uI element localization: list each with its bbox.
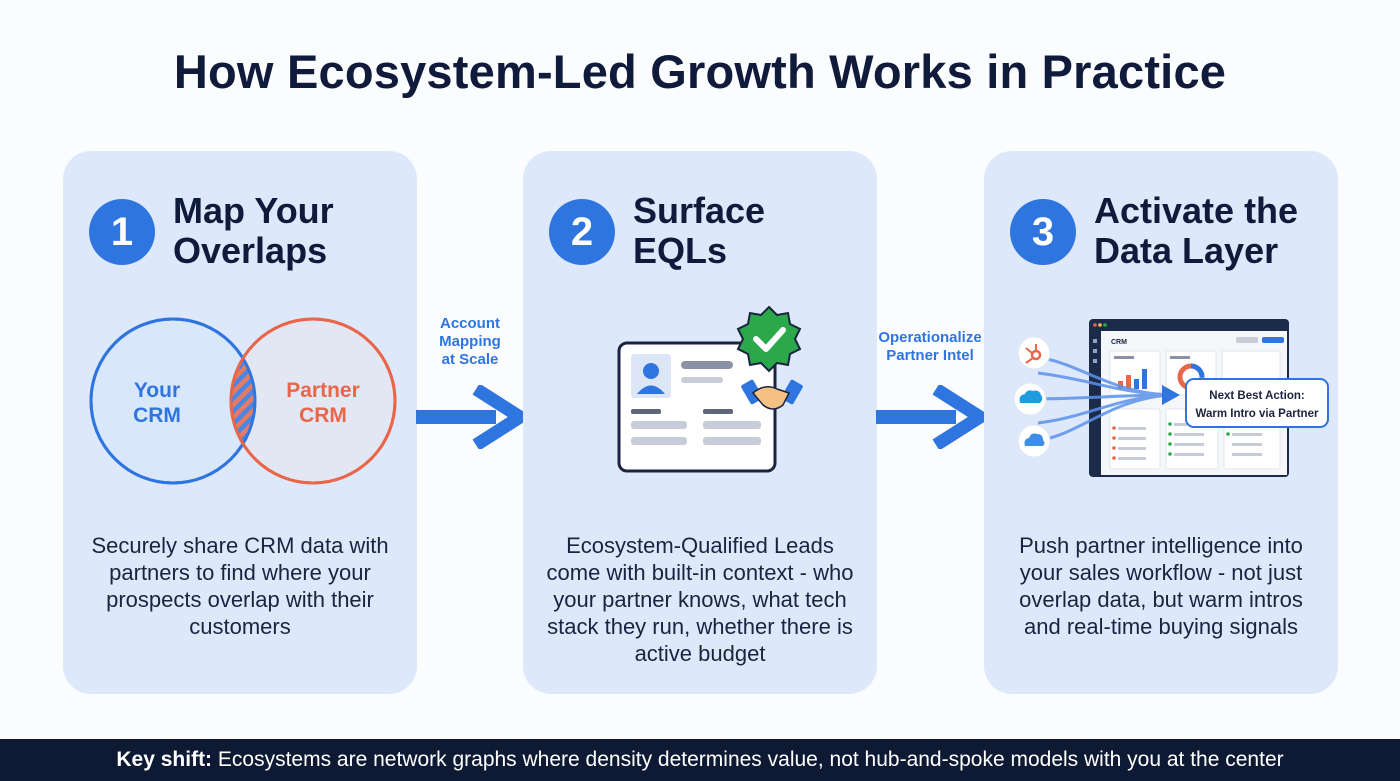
arrow-label-operationalize: Operationalize Partner Intel bbox=[874, 329, 986, 365]
arrow-label-line: Partner Intel bbox=[886, 347, 974, 364]
step-title-line2: Data Layer bbox=[1094, 230, 1279, 271]
arrow-label-line: at Scale bbox=[441, 351, 499, 368]
verified-badge-icon bbox=[736, 305, 802, 373]
step-number-badge: 3 bbox=[1010, 199, 1076, 265]
hubspot-icon bbox=[1017, 336, 1051, 370]
arrow-right-icon bbox=[416, 385, 524, 449]
venn-right-label-2: CRM bbox=[299, 404, 347, 427]
cloud-icon bbox=[1017, 424, 1051, 458]
crm-dashboard-illustration: CRM bbox=[1013, 319, 1329, 477]
dashboard-title: CRM bbox=[1111, 339, 1127, 346]
venn-diagram: Your CRM Partner CRM bbox=[89, 317, 397, 485]
key-shift-banner: Key shift: Ecosystems are network graphs… bbox=[0, 739, 1400, 781]
page-title: How Ecosystem-Led Growth Works in Practi… bbox=[173, 45, 1227, 98]
step-title-line1: Map Your bbox=[173, 190, 334, 231]
step-card-map-overlaps: 1 Map Your Overlaps Your CRM Partner CRM… bbox=[63, 151, 417, 694]
arrow-label-account-mapping: Account Mapping at Scale bbox=[420, 315, 520, 369]
handshake-icon bbox=[741, 379, 803, 410]
callout-line-1: Next Best Action: bbox=[1209, 390, 1304, 402]
key-shift-label: Key shift: bbox=[116, 748, 213, 771]
step-title: Activate the Data Layer bbox=[1094, 191, 1334, 271]
step-title: Map Your Overlaps bbox=[173, 191, 413, 271]
lead-profile-card-icon bbox=[617, 305, 803, 473]
arrow-right-icon bbox=[876, 385, 984, 449]
arrow-label-line: Mapping bbox=[439, 333, 501, 350]
step-title-line1: Surface bbox=[633, 190, 766, 231]
step-title-line1: Activate the bbox=[1094, 190, 1299, 231]
step-card-surface-eqls: 2 Surface EQLs Ecosystem-Qualified Leads… bbox=[523, 151, 877, 694]
step-description: Ecosystem-Qualified Leads come with buil… bbox=[546, 533, 854, 666]
salesforce-icon bbox=[1013, 382, 1047, 416]
venn-right-label-1: Partner bbox=[286, 379, 360, 402]
callout-line-2: Warm Intro via Partner bbox=[1196, 408, 1319, 420]
step-number-badge: 2 bbox=[549, 199, 615, 265]
step-title-line2: Overlaps bbox=[173, 230, 328, 271]
next-best-action-callout: Next Best Action: Warm Intro via Partner bbox=[1185, 378, 1329, 428]
arrow-label-line: Account bbox=[440, 315, 500, 332]
step-description: Push partner intelligence into your sale… bbox=[1019, 533, 1303, 639]
step-card-activate-data-layer: 3 Activate the Data Layer CRM bbox=[984, 151, 1338, 694]
venn-left-label-1: Your bbox=[134, 379, 180, 402]
venn-left-label-2: CRM bbox=[133, 404, 181, 427]
key-shift-text: Ecosystems are network graphs where dens… bbox=[212, 748, 1284, 771]
arrow-label-line: Operationalize bbox=[878, 329, 982, 346]
step-number-badge: 1 bbox=[89, 199, 155, 265]
step-title: Surface EQLs bbox=[633, 191, 873, 271]
step-description: Securely share CRM data with partners to… bbox=[91, 533, 389, 639]
step-title-line2: EQLs bbox=[633, 230, 728, 271]
